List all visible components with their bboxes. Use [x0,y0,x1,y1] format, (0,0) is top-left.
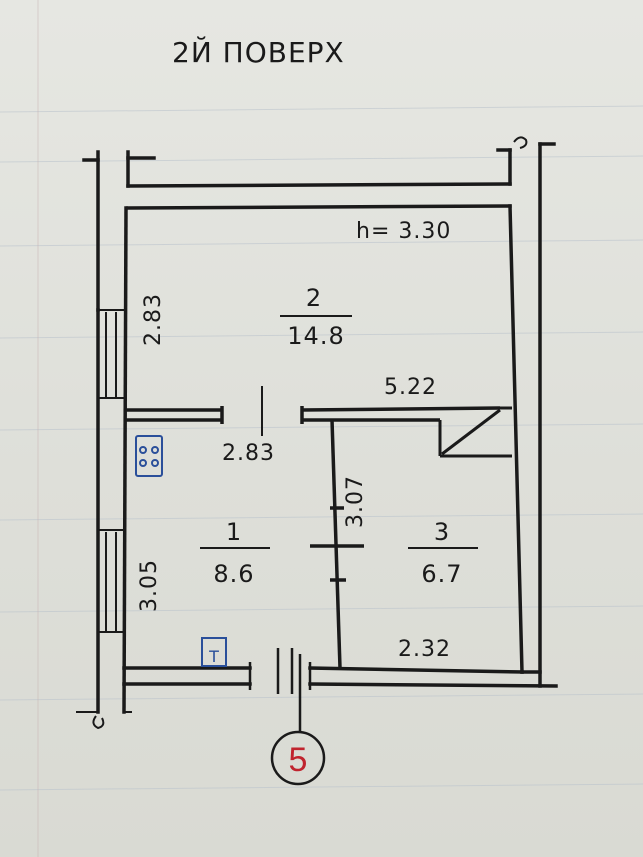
heater-label: Т [208,647,219,666]
plan-title: 2Й ПОВЕРХ [172,35,345,69]
room2-height-dimension: 2.83 [141,293,166,346]
outer-walls [82,142,558,714]
door-bottom [248,648,312,732]
partition-horizontal [126,406,501,424]
room3-width-dimension: 2.32 [398,637,451,662]
partition-vertical [310,419,364,669]
room1-width-dimension: 2.83 [222,441,275,466]
wall-break-top-right [513,136,528,149]
section-marker-label: 5 [289,741,308,779]
room2-area: 14.8 [287,322,344,350]
stove-icon [135,435,163,477]
window-left-upper [98,309,126,399]
section-marker: 5 [270,730,326,786]
ceiling-height-label: h= 3.30 [356,219,451,244]
room3-area: 6.7 [421,560,462,588]
room1-height-dimension: 3.05 [137,559,162,612]
room3-height-dimension: 3.07 [343,475,368,528]
room2-width-dimension: 5.22 [384,375,437,400]
wall-break-bottom-left [76,711,132,730]
window-left-lower [98,529,126,633]
heater-icon: Т [201,637,227,667]
room2-number: 2 [306,284,322,312]
shaft-block [438,406,512,458]
room1-area: 8.6 [213,560,254,588]
room3-number: 3 [434,518,450,546]
room1-number: 1 [226,518,242,546]
